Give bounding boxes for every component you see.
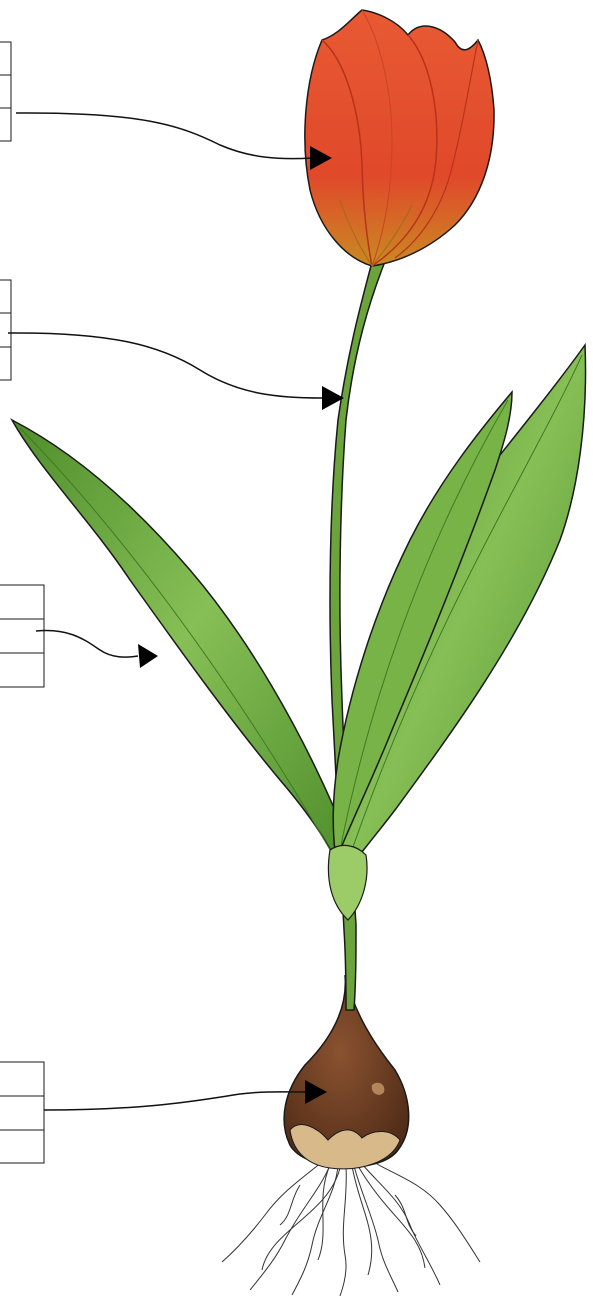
leader-leaf [36,631,158,668]
label-box-bulb[interactable] [0,1062,44,1163]
leader-flower [16,113,332,170]
tulip-illustration [12,10,586,1296]
flower [305,10,494,266]
leaf-right [340,345,586,880]
label-box-stem[interactable] [0,280,11,380]
leader-stem [8,333,344,410]
arrowhead-leaf [138,644,158,668]
label-box-flower[interactable] [0,42,11,141]
leaf-left [12,420,345,870]
label-box-leaf[interactable] [0,585,44,687]
leaf-sheath [328,845,367,920]
leader-bulb [44,1080,327,1110]
roots [222,1160,480,1296]
